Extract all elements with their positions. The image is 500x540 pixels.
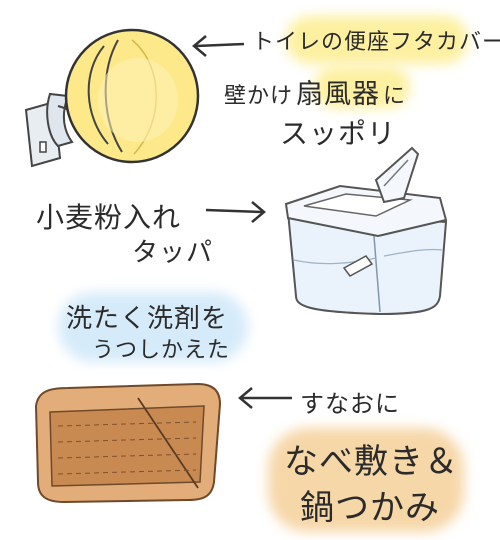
flour-container-icon (284, 146, 448, 316)
potmat-prefix: すなおに (300, 390, 400, 418)
highlight-detergent (58, 292, 248, 362)
detergent-note-line2: うつしかえた (92, 338, 231, 363)
fan-line-highlight: 扇風器 (296, 79, 381, 110)
highlight-fan (314, 66, 410, 108)
arrow-left-icon (192, 35, 245, 57)
detergent-note-line1: 洗たく洗剤を (66, 304, 229, 334)
flour-label-line1: 小麦粉入れ (36, 201, 182, 234)
arrow-right-icon (205, 201, 266, 223)
potmat-line1: なべ敷き＆ (284, 442, 459, 482)
fan-line: 壁かけ扇風器に (224, 72, 406, 111)
fan-line-suffix: に (383, 84, 407, 109)
toilet-seat-cover-fan-icon (24, 28, 200, 168)
highlight-title (286, 16, 468, 64)
flour-label-line2: タッパ (132, 238, 214, 268)
arrow-left-icon (238, 387, 292, 409)
cover-title: トイレの便座フタカバー (252, 30, 500, 55)
highlight-potmat (268, 428, 464, 532)
fan-line-prefix: 壁かけ (224, 84, 294, 109)
fan-line2: スッポリ (280, 117, 397, 150)
potmat-line2: 鍋つかみ (300, 488, 440, 528)
pot-mat-icon (34, 382, 222, 504)
